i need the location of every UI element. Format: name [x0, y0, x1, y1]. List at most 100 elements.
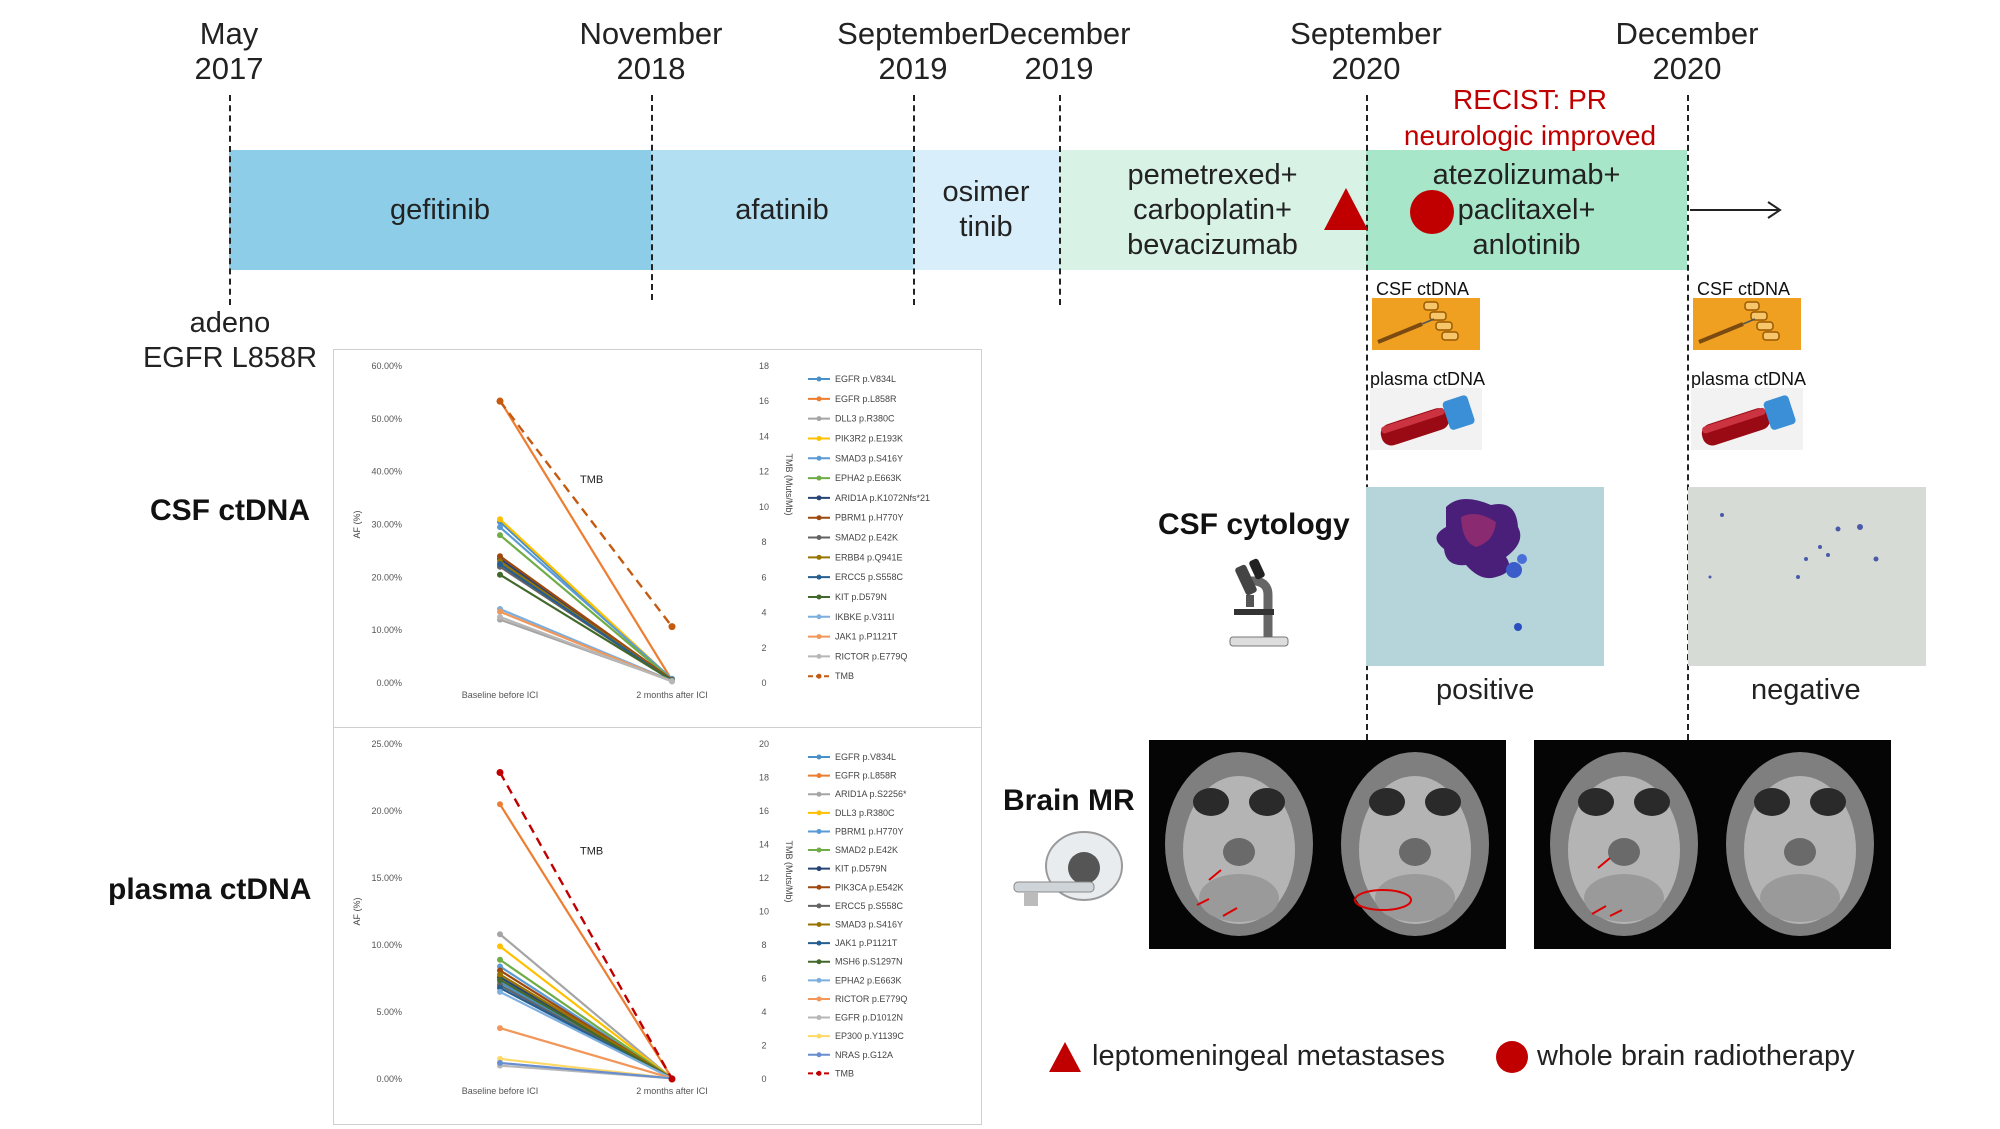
- x-tick-label: Baseline before ICI: [462, 1086, 539, 1096]
- data-point: [497, 608, 503, 615]
- y2-tick-label: 12: [759, 467, 769, 477]
- diagnosis-line-2: EGFR L858R: [142, 342, 318, 374]
- legend-item: EGFR p.V834L: [808, 752, 896, 762]
- whole-brain-radiotherapy-marker: [1410, 190, 1454, 234]
- series-line: [499, 945, 673, 1080]
- treatment-label: anlotinib: [1472, 228, 1581, 261]
- x-tick-label: 2 months after ICI: [636, 1086, 708, 1096]
- spine-syringe-icon: [1372, 298, 1480, 350]
- plasma-ctdna-small-label-1: plasma ctDNA: [1370, 369, 1486, 389]
- legend-item: KIT p.D579N: [808, 592, 887, 602]
- legend-item: ARID1A p.S2256*: [808, 789, 907, 799]
- tmb-line: [498, 771, 674, 1080]
- legend-marker: [816, 554, 822, 560]
- legend-circle-label: whole brain radiotherapy: [1537, 1040, 1855, 1072]
- brain-mr-label: Brain MR: [1003, 784, 1135, 817]
- data-point: [497, 943, 503, 950]
- diagnosis-line-1: adeno: [189, 307, 271, 339]
- legend-label: NRAS p.G12A: [835, 1050, 893, 1060]
- series-line: [499, 563, 673, 682]
- tmb-line: [499, 400, 673, 628]
- legend-marker: [816, 1070, 822, 1076]
- y-tick-label: 10.00%: [371, 940, 402, 950]
- csf-ctdna-chart-panel: 0.00%10.00%20.00%30.00%40.00%50.00%60.00…: [333, 349, 982, 729]
- legend-marker: [816, 673, 822, 679]
- legend-marker: [816, 996, 822, 1002]
- y2-tick-label: 4: [761, 608, 766, 618]
- data-point: [497, 956, 503, 963]
- y2-tick-label: 0: [761, 1074, 766, 1084]
- legend-item: IKBKE p.V311I: [808, 612, 894, 622]
- legend-item: EGFR p.D1012N: [808, 1013, 903, 1023]
- legend-marker: [816, 515, 822, 521]
- legend-item: PBRM1 p.H770Y: [808, 826, 904, 836]
- legend-marker: [816, 594, 822, 600]
- legend-item: ERCC5 p.S558C: [808, 572, 904, 582]
- legend-marker: [816, 574, 822, 580]
- treatment-label: atezolizumab+: [1432, 158, 1621, 191]
- legend-marker: [816, 396, 822, 402]
- y2-tick-label: 2: [761, 643, 766, 653]
- y2-axis-label: TMB (Muts/Mb): [784, 454, 794, 516]
- treatment-label: gefitinib: [390, 193, 490, 226]
- legend-item: JAK1 p.P1121T: [808, 938, 898, 948]
- x-tick-label: Baseline before ICI: [462, 690, 539, 700]
- timeline-marker-sep-2020: [1366, 95, 1368, 740]
- timeline-date-year: 2017: [194, 51, 264, 86]
- y-tick-label: 20.00%: [371, 806, 402, 816]
- spine-syringe-icon: [1693, 298, 1801, 350]
- legend-label: PIK3CA p.E542K: [835, 882, 904, 892]
- y-tick-label: 5.00%: [376, 1007, 402, 1017]
- tmb-point: [496, 768, 504, 776]
- legend-marker: [816, 1052, 822, 1058]
- legend-item: SMAD3 p.S416Y: [808, 920, 903, 930]
- tmb-annotation: TMB: [580, 474, 603, 486]
- legend-label: EGFR p.V834L: [835, 752, 896, 762]
- timeline-date-month: December: [987, 16, 1131, 51]
- y-tick-label: 20.00%: [371, 572, 402, 582]
- treatment-segment: afatinib: [651, 150, 913, 270]
- y-axis-label: AF (%): [352, 897, 362, 925]
- legend-item: EP300 p.Y1139C: [808, 1031, 904, 1041]
- legend-label: ERCC5 p.S558C: [835, 901, 904, 911]
- legend-item: TMB: [808, 1068, 854, 1078]
- legend-label: RICTOR p.E779Q: [835, 651, 907, 661]
- csf-ctdna-small-label-1: CSF ctDNA: [1376, 279, 1470, 299]
- legend-marker: [816, 754, 822, 760]
- cytology-negative-label: negative: [1751, 674, 1861, 706]
- legend-item: NRAS p.G12A: [808, 1050, 893, 1060]
- y2-tick-label: 0: [761, 678, 766, 688]
- brain-mr-image-before: [1149, 740, 1506, 949]
- timeline-date-month: May: [199, 16, 259, 51]
- blood-tube-icon: [1370, 388, 1482, 450]
- legend-label: ERCC5 p.S558C: [835, 572, 904, 582]
- treatment-label: pemetrexed+: [1127, 158, 1298, 191]
- mri-scanner-icon: [1010, 826, 1132, 910]
- legend-label: PIK3R2 p.E193K: [835, 433, 903, 443]
- treatment-segment: gefitinib: [229, 150, 651, 270]
- legend-marker: [816, 940, 822, 946]
- legend-label: RICTOR p.E779Q: [835, 994, 907, 1004]
- treatment-label: paclitaxel+: [1457, 193, 1596, 226]
- y-tick-label: 60.00%: [371, 361, 402, 371]
- legend-item: PIK3CA p.E542K: [808, 882, 904, 892]
- legend-label: KIT p.D579N: [835, 864, 887, 874]
- legend-item: DLL3 p.R380C: [808, 808, 895, 818]
- legend-marker: [816, 977, 822, 983]
- series-line: [499, 933, 673, 1080]
- legend-marker: [816, 810, 822, 816]
- legend-label: KIT p.D579N: [835, 592, 887, 602]
- timeline-marker-dec-2019: [1059, 95, 1061, 305]
- legend-marker: [816, 376, 822, 382]
- csf-ctdna-small-label-2: CSF ctDNA: [1697, 279, 1791, 299]
- y2-tick-label: 2: [761, 1041, 766, 1051]
- y2-tick-label: 8: [761, 537, 766, 547]
- legend-label: SMAD3 p.S416Y: [835, 920, 903, 930]
- treatment-label: carboplatin+: [1133, 193, 1292, 226]
- tmb-annotation: TMB: [580, 845, 603, 857]
- treatment-label: tinib: [959, 211, 1013, 243]
- legend-label: TMB: [835, 671, 854, 681]
- legend-label: EGFR p.L858R: [835, 394, 897, 404]
